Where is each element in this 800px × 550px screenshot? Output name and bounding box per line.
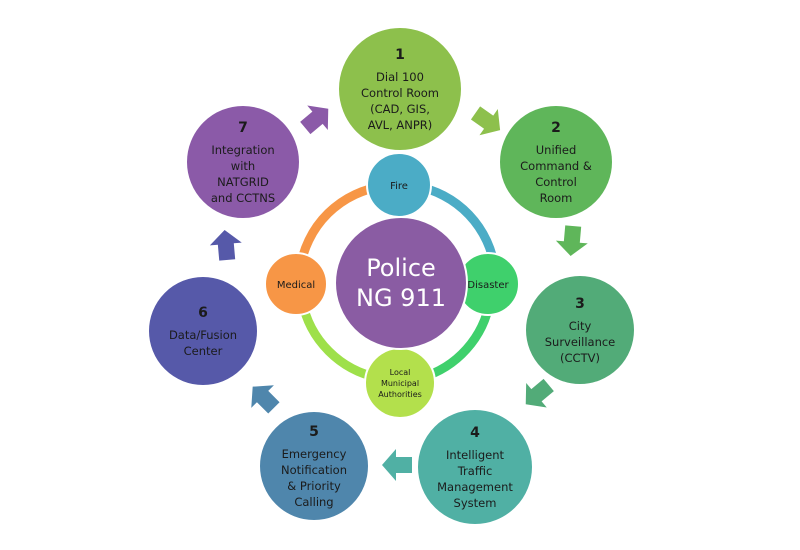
police-circle — [334, 216, 468, 350]
ring-node-medical: Medical — [264, 252, 328, 316]
step-number: 2 — [551, 120, 561, 136]
label-line: Emergency — [282, 447, 347, 461]
label-line: City — [569, 319, 592, 333]
step-circle — [337, 26, 463, 152]
flow-arrow-icon — [382, 449, 412, 481]
ring-node-circle — [264, 252, 328, 316]
label-line: Data/Fusion — [169, 328, 237, 342]
label-line: Center — [184, 344, 223, 358]
label-line: Control Room — [361, 86, 439, 100]
label-line: Police — [366, 254, 436, 282]
flow-arrows — [209, 105, 588, 481]
flow-arrow-icon — [470, 106, 501, 136]
label-line: Disaster — [467, 280, 509, 291]
label-line: NG 911 — [356, 284, 446, 312]
ring-node-fire: Fire — [366, 152, 432, 218]
step-circle — [147, 275, 259, 387]
flow-arrow-icon — [525, 378, 554, 408]
label-line: AVL, ANPR) — [368, 118, 433, 132]
label-line: Local — [390, 368, 411, 377]
label-line: Unified — [536, 143, 577, 157]
label-line: NATGRID — [217, 175, 269, 189]
label-line: Integration — [211, 143, 274, 157]
step-circle — [498, 104, 614, 220]
label-line: & Priority — [287, 479, 341, 493]
step-number: 3 — [575, 296, 585, 312]
step-circle — [185, 104, 301, 220]
step-number: 5 — [309, 424, 319, 440]
ring-node-disaster: Disaster — [456, 252, 520, 316]
label-line: Surveillance — [545, 335, 616, 349]
step-circle — [524, 274, 636, 386]
label-line: Notification — [281, 463, 347, 477]
label-line: Medical — [277, 280, 315, 291]
label-line: Fire — [390, 181, 408, 192]
label-line: System — [454, 496, 497, 510]
label-line: and CCTNS — [211, 191, 275, 205]
step-circle — [416, 408, 534, 526]
label-line: with — [231, 159, 255, 173]
flow-arrow-icon — [209, 230, 242, 261]
flow-arrow-icon — [251, 385, 280, 414]
label-line: Management — [437, 480, 513, 494]
label-line: Traffic — [457, 464, 493, 478]
label-line: Municipal — [381, 379, 419, 388]
label-line: Authorities — [378, 390, 422, 399]
step-number: 7 — [238, 120, 248, 136]
label-line: Command & — [520, 159, 592, 173]
label-line: Calling — [294, 495, 333, 509]
label-line: (CCTV) — [560, 351, 600, 365]
flow-arrow-icon — [555, 225, 588, 256]
step-circle — [258, 410, 370, 522]
step-number: 6 — [198, 305, 208, 321]
label-line: Control — [535, 175, 577, 189]
flow-arrow-icon — [300, 105, 329, 135]
step-number: 1 — [395, 47, 405, 63]
label-line: Dial 100 — [376, 70, 424, 84]
label-line: Intelligent — [446, 448, 505, 462]
label-line: Room — [540, 191, 573, 205]
step-number: 4 — [470, 425, 480, 441]
label-line: (CAD, GIS, — [370, 102, 430, 116]
